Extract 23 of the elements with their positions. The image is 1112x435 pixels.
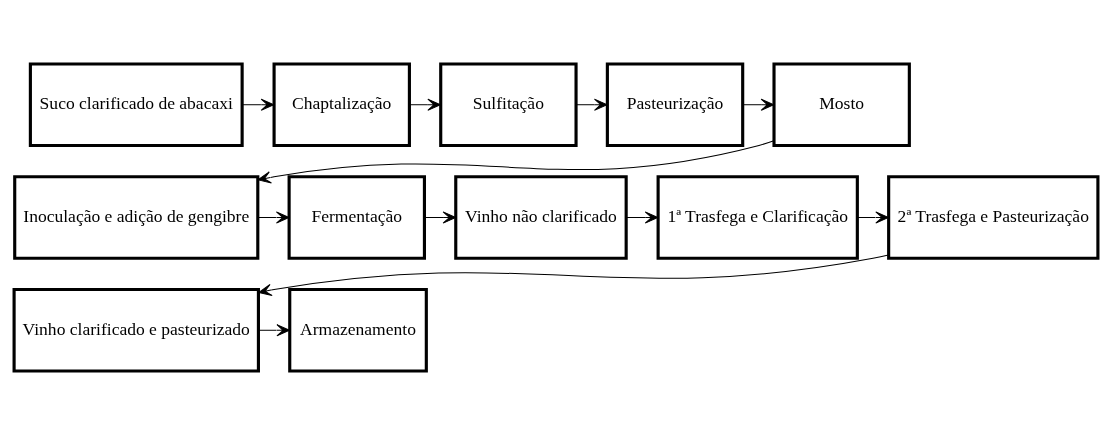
- arrow: [424, 211, 457, 224]
- node-box: Mosto: [772, 62, 911, 147]
- arrow: [575, 98, 608, 111]
- node-box: 1ª Trasfega e Clarificação: [656, 175, 859, 260]
- arrow: [241, 98, 275, 111]
- node-box: Pasteurização: [605, 62, 745, 147]
- arrow: [742, 98, 775, 111]
- node-box: Vinho clarificado e pasteurizado: [12, 288, 260, 373]
- node-box: 2ª Trasfega e Pasteurização: [887, 175, 1100, 260]
- arrow: [257, 211, 290, 224]
- node-box: Fermentação: [287, 175, 426, 260]
- arrow: [257, 140, 775, 184]
- arrow: [258, 254, 889, 297]
- node-box: Chaptalização: [272, 62, 411, 147]
- node-box: Armazenamento: [288, 288, 428, 373]
- node-box: Sulfitação: [439, 62, 578, 147]
- node-box: Inoculação e adição de gengibre: [13, 175, 260, 260]
- arrow: [857, 211, 889, 224]
- arrow: [258, 324, 290, 337]
- node-box: Vinho não clarificado: [454, 175, 628, 260]
- arrow: [626, 211, 659, 224]
- node-box: Suco clarificado de abacaxi: [28, 62, 244, 147]
- arrow: [408, 98, 441, 111]
